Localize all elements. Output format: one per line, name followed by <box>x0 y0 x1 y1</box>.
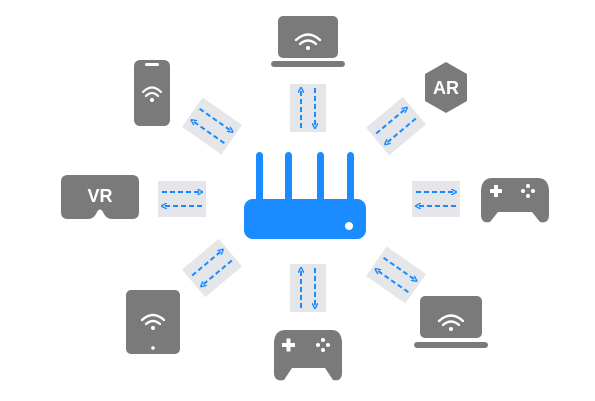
bidirectional-arrow-icon <box>366 246 426 304</box>
laptop-icon <box>414 296 488 348</box>
wifi-router-icon <box>244 152 366 239</box>
gamepad-icon <box>274 330 342 381</box>
smartphone-icon <box>134 60 170 126</box>
bidirectional-arrow-icon <box>182 97 242 155</box>
ar-headset-icon: AR <box>425 62 467 113</box>
bidirectional-arrow-icon <box>412 181 460 217</box>
laptop-icon <box>271 16 345 67</box>
bidirectional-arrow-icon <box>158 181 206 217</box>
gamepad-icon <box>481 178 549 223</box>
vr-label: VR <box>87 186 112 206</box>
bidirectional-arrow-icon <box>290 84 326 132</box>
vr-headset-icon: VR <box>61 175 139 219</box>
bidirectional-arrow-icon <box>182 238 242 298</box>
bidirectional-arrow-icon <box>290 264 326 312</box>
bidirectional-arrow-icon <box>366 96 426 156</box>
ar-label: AR <box>433 78 459 98</box>
tablet-icon <box>126 290 180 354</box>
